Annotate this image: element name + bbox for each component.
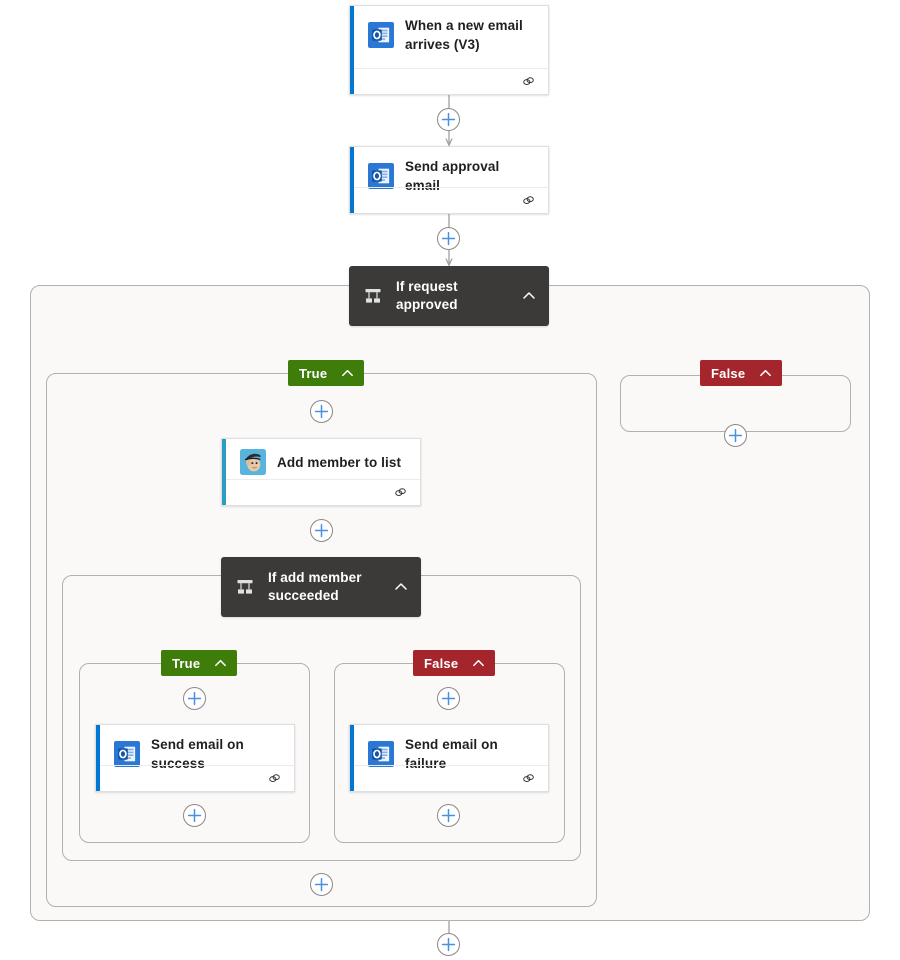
branch-badge-outer-false[interactable]: False <box>700 360 783 386</box>
condition-title: If request approved <box>396 279 458 312</box>
branch-label: False <box>711 365 746 381</box>
card-when-a-new-email-arrives[interactable]: When a new email arrives (V3) <box>349 5 549 95</box>
branch-label: True <box>299 365 328 381</box>
condition-if-request-approved[interactable]: If request approved <box>349 266 549 326</box>
outlook-icon <box>368 22 394 48</box>
card-header: Send approval email <box>350 147 548 205</box>
connection-link-icon[interactable] <box>267 771 282 786</box>
add-step-icon <box>441 808 456 823</box>
add-step-button-inner-true-top[interactable] <box>183 687 206 710</box>
branch-badge-outer-true[interactable]: True <box>288 360 365 386</box>
connection-link-icon[interactable] <box>521 74 536 89</box>
add-step-button-inner-false-bottom[interactable] <box>437 804 460 827</box>
card-accent-bar <box>350 725 354 791</box>
add-step-icon <box>314 404 329 419</box>
chevron-up-icon[interactable] <box>213 656 228 671</box>
branch-label: True <box>172 655 201 671</box>
add-step-icon <box>187 691 202 706</box>
card-title: Add member to list <box>277 454 402 470</box>
card-accent-bar <box>96 725 100 791</box>
card-header: Send email on failure <box>350 725 548 783</box>
card-footer <box>100 765 294 791</box>
add-step-icon <box>441 937 456 952</box>
chevron-up-icon[interactable] <box>521 288 537 304</box>
add-step-icon <box>187 808 202 823</box>
chevron-up-icon[interactable] <box>758 366 773 381</box>
chevron-up-icon[interactable] <box>340 366 355 381</box>
add-step-button-inner-false-top[interactable] <box>437 687 460 710</box>
card-accent-bar <box>350 6 354 94</box>
add-step-icon <box>728 428 743 443</box>
card-footer <box>354 68 548 94</box>
card-accent-bar <box>350 147 354 213</box>
connection-link-icon[interactable] <box>521 771 536 786</box>
add-step-icon <box>314 877 329 892</box>
condition-branch-icon <box>237 580 253 594</box>
add-step-icon <box>314 523 329 538</box>
connection-link-icon[interactable] <box>521 193 536 208</box>
card-send-approval-email[interactable]: Send approval email <box>349 146 549 214</box>
card-header: When a new email arrives (V3) <box>350 6 548 64</box>
card-accent-bar <box>222 439 226 505</box>
branch-label: False <box>424 655 459 671</box>
add-step-button-flow-bottom[interactable] <box>437 933 460 956</box>
outlook-icon <box>368 163 394 189</box>
add-step-icon <box>441 231 456 246</box>
card-header: Send email on success <box>96 725 294 783</box>
add-step-button-inner-true-bottom[interactable] <box>183 804 206 827</box>
condition-if-add-member-succeeded[interactable]: If add member succeeded <box>221 557 421 617</box>
chevron-up-icon[interactable] <box>471 656 486 671</box>
branch-badge-inner-true[interactable]: True <box>161 650 238 676</box>
card-footer <box>226 479 420 505</box>
card-send-email-on-failure[interactable]: Send email on failure <box>349 724 549 792</box>
outlook-icon <box>114 741 140 767</box>
add-step-button-outer-false-empty[interactable] <box>724 424 747 447</box>
card-header: Add member to list <box>222 439 420 485</box>
card-title: Send approval email <box>405 159 500 193</box>
card-title: Send email on success <box>151 737 244 771</box>
card-add-member-to-list[interactable]: Add member to list <box>221 438 421 506</box>
add-step-icon <box>441 691 456 706</box>
add-step-button-outer-true-bottom[interactable] <box>310 873 333 896</box>
card-footer <box>354 187 548 213</box>
condition-title: If add member succeeded <box>268 570 362 603</box>
outlook-icon <box>368 741 394 767</box>
condition-branch-icon <box>365 289 381 303</box>
connection-link-icon[interactable] <box>393 485 408 500</box>
mailchimp-icon <box>240 449 266 475</box>
add-step-button-outer-true-top[interactable] <box>310 400 333 423</box>
add-step-button-after-add-member[interactable] <box>310 519 333 542</box>
add-step-button-after-trigger[interactable] <box>437 108 460 131</box>
card-title: Send email on failure <box>405 737 498 771</box>
card-footer <box>354 765 548 791</box>
branch-badge-inner-false[interactable]: False <box>413 650 496 676</box>
card-send-email-on-success[interactable]: Send email on success <box>95 724 295 792</box>
add-step-icon <box>441 112 456 127</box>
add-step-button-after-send-approval[interactable] <box>437 227 460 250</box>
card-title: When a new email arrives (V3) <box>405 18 523 52</box>
chevron-up-icon[interactable] <box>393 579 409 595</box>
